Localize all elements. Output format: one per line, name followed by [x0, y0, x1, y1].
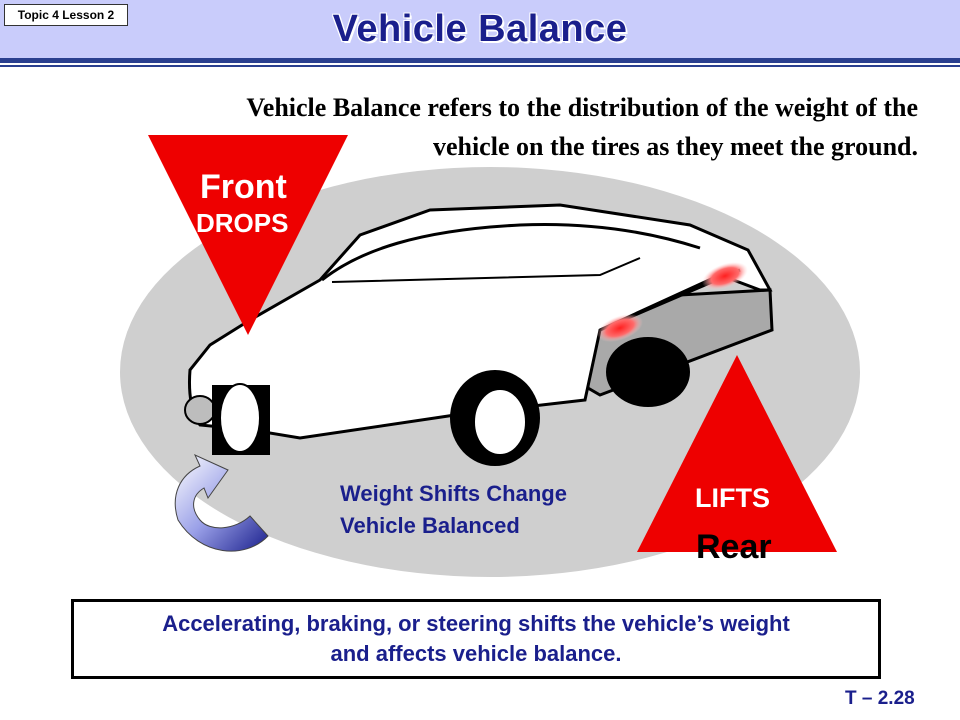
shift-arrow-icon: [174, 453, 269, 552]
shift-caption-line-1: Weight Shifts Change: [340, 481, 567, 506]
car-roof-line: [321, 222, 701, 282]
rear-state-label: LIFTS: [695, 483, 770, 513]
header-band: [0, 0, 960, 58]
car-window-line: [331, 257, 641, 283]
header-rule-thin: [0, 65, 960, 67]
callout-line-1: Accelerating, braking, or steering shift…: [162, 611, 790, 636]
callout-line-2: and affects vehicle balance.: [330, 641, 622, 666]
front-bumper: [184, 395, 216, 425]
intro-line-1: Vehicle Balance refers to the distributi…: [246, 93, 918, 122]
slide-number: T – 2.28: [845, 688, 915, 709]
header-rule: [0, 58, 960, 63]
rear-lift-arrow: [637, 355, 837, 552]
page-title: Vehicle Balance: [332, 8, 628, 50]
tail-light: [597, 314, 643, 342]
front-state-label: DROPS: [196, 208, 289, 238]
intro-line-2: vehicle on the tires as they meet the gr…: [432, 132, 918, 161]
front-drop-arrow: [148, 135, 348, 335]
rear-wheel: [606, 337, 690, 407]
callout-box: Accelerating, braking, or steering shift…: [71, 599, 881, 679]
topic-tag: Topic 4 Lesson 2: [4, 4, 128, 26]
front-label: Front: [200, 168, 287, 206]
intro-text: Vehicle Balance refers to the distributi…: [80, 88, 918, 166]
tail-light: [702, 262, 748, 290]
shift-caption-line-2: Vehicle Balanced: [340, 513, 520, 538]
rear-label: Rear: [696, 528, 772, 566]
